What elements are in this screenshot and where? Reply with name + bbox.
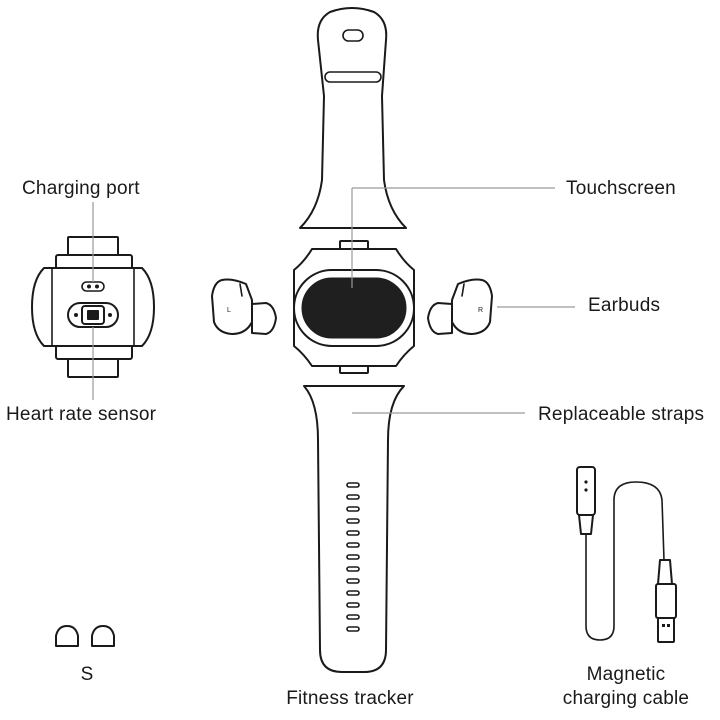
left-earbud: L: [211, 278, 277, 335]
label-magnetic-cable-line2: charging cable: [562, 688, 690, 709]
label-charging-port: Charging port: [22, 178, 140, 199]
heart-rate-sensor-window: [67, 302, 119, 328]
label-heart-rate-sensor: Heart rate sensor: [6, 404, 157, 425]
tracker-back: [31, 236, 155, 378]
bottom-strap: [303, 385, 405, 673]
left-earbud-mark: L: [227, 307, 231, 314]
tracker-body: [293, 240, 415, 374]
ear-tips-small: [55, 625, 115, 647]
strap-holes: [346, 482, 360, 632]
leader-lines: [92, 187, 575, 414]
label-fitness-tracker: Fitness tracker: [286, 688, 414, 709]
label-ear-tip-size: S: [80, 664, 94, 685]
charging-cable: [576, 466, 677, 643]
label-touchscreen: Touchscreen: [566, 178, 676, 199]
top-strap: [299, 7, 407, 229]
label-replaceable-straps: Replaceable straps: [538, 404, 705, 425]
touchscreen-display: [301, 277, 407, 339]
label-magnetic-cable-line1: Magnetic: [586, 664, 666, 685]
right-earbud-mark: R: [478, 307, 483, 314]
label-earbuds: Earbuds: [588, 295, 661, 316]
right-earbud: R: [427, 278, 493, 335]
